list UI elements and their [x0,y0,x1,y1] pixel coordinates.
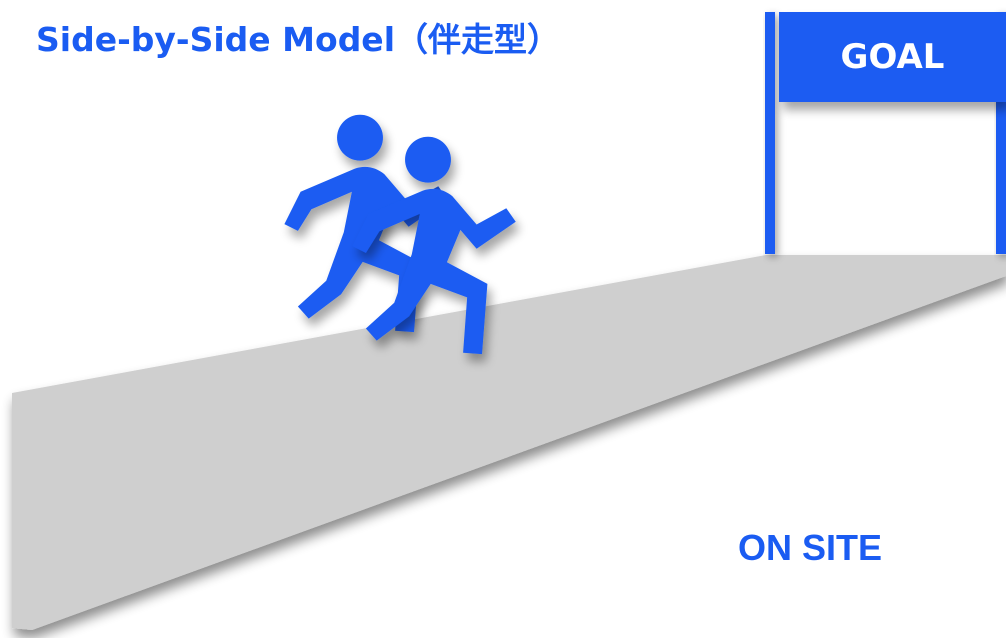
goal-post-right [996,12,1006,254]
road-track [12,255,1006,630]
goal-post-left [765,12,775,254]
goal-label: GOAL [840,37,945,77]
goal-banner [779,12,1006,102]
page-title: Side-by-Side Model（伴走型） [36,20,561,59]
location-label: ON SITE [737,527,883,568]
